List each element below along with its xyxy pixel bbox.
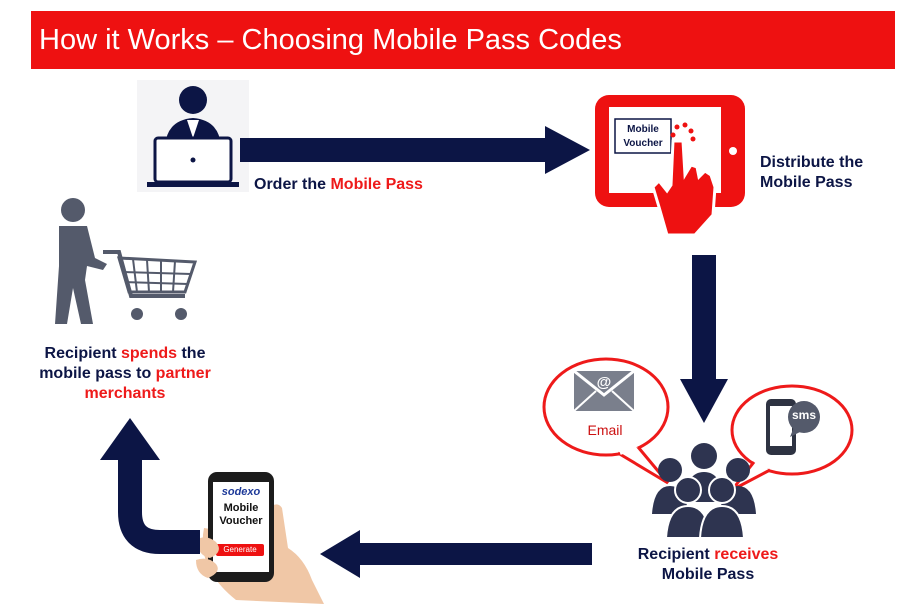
spend-l2-highlight: partner <box>155 365 211 382</box>
spend-l1-suffix: the <box>177 345 206 362</box>
arrow-order-to-distribute <box>240 126 590 174</box>
sms-label: sms <box>791 408 817 422</box>
spend-l1-highlight: spends <box>121 345 178 362</box>
person-laptop-icon <box>137 80 249 192</box>
spend-l2-prefix: mobile pass to <box>39 365 156 382</box>
receive-label-highlight: receives <box>714 546 779 563</box>
order-label-prefix: Order the <box>254 176 331 193</box>
distribute-label-line1: Distribute the <box>760 154 864 171</box>
tablet-voucher-line1: Mobile <box>627 124 659 135</box>
receive-label-line1: Recipient receives <box>618 545 798 565</box>
spend-l1-prefix: Recipient <box>44 345 121 362</box>
spend-label: Recipient spends the mobile pass to part… <box>25 344 225 404</box>
phone-voucher-text: Mobile Voucher <box>213 502 269 528</box>
phone-voucher-line1: Mobile <box>223 502 259 514</box>
page-title: How it Works – Choosing Mobile Pass Code… <box>39 24 622 56</box>
spend-label-line1: Recipient spends the <box>25 344 225 364</box>
shopper-cart-icon <box>45 196 205 328</box>
phone-voucher-line2: Voucher <box>219 515 263 527</box>
arrow-phone-to-spend <box>100 418 210 578</box>
distribute-label-line2: Mobile Pass <box>760 174 853 191</box>
order-label-highlight: Mobile Pass <box>330 176 423 193</box>
phone-generate-button: Generate <box>223 545 257 554</box>
receive-label-prefix: Recipient <box>637 546 715 563</box>
phone-brand: sodexo <box>221 486 261 498</box>
distribute-label: Distribute the Mobile Pass <box>760 153 863 193</box>
receive-label: Recipient receives Mobile Pass <box>618 545 798 585</box>
tablet-touch-icon <box>595 95 747 235</box>
receive-label-line2: Mobile Pass <box>661 566 755 583</box>
group-people-icon <box>650 440 758 540</box>
title-banner: How it Works – Choosing Mobile Pass Code… <box>31 11 895 69</box>
svg-text:@: @ <box>597 374 612 391</box>
sms-phone-icon <box>764 397 822 459</box>
hand-phone-icon <box>196 468 326 604</box>
arrow-receive-to-phone <box>320 530 592 578</box>
email-icon: @ <box>574 371 634 411</box>
email-label: Email <box>587 422 623 438</box>
order-label: Order the Mobile Pass <box>254 175 423 195</box>
arrow-distribute-to-receive <box>680 255 728 423</box>
spend-label-line2: mobile pass to partner <box>25 364 225 384</box>
tablet-voucher-text: Mobile Voucher <box>617 123 669 151</box>
spend-label-line3: merchants <box>84 385 166 402</box>
tablet-voucher-line2: Voucher <box>623 138 663 149</box>
